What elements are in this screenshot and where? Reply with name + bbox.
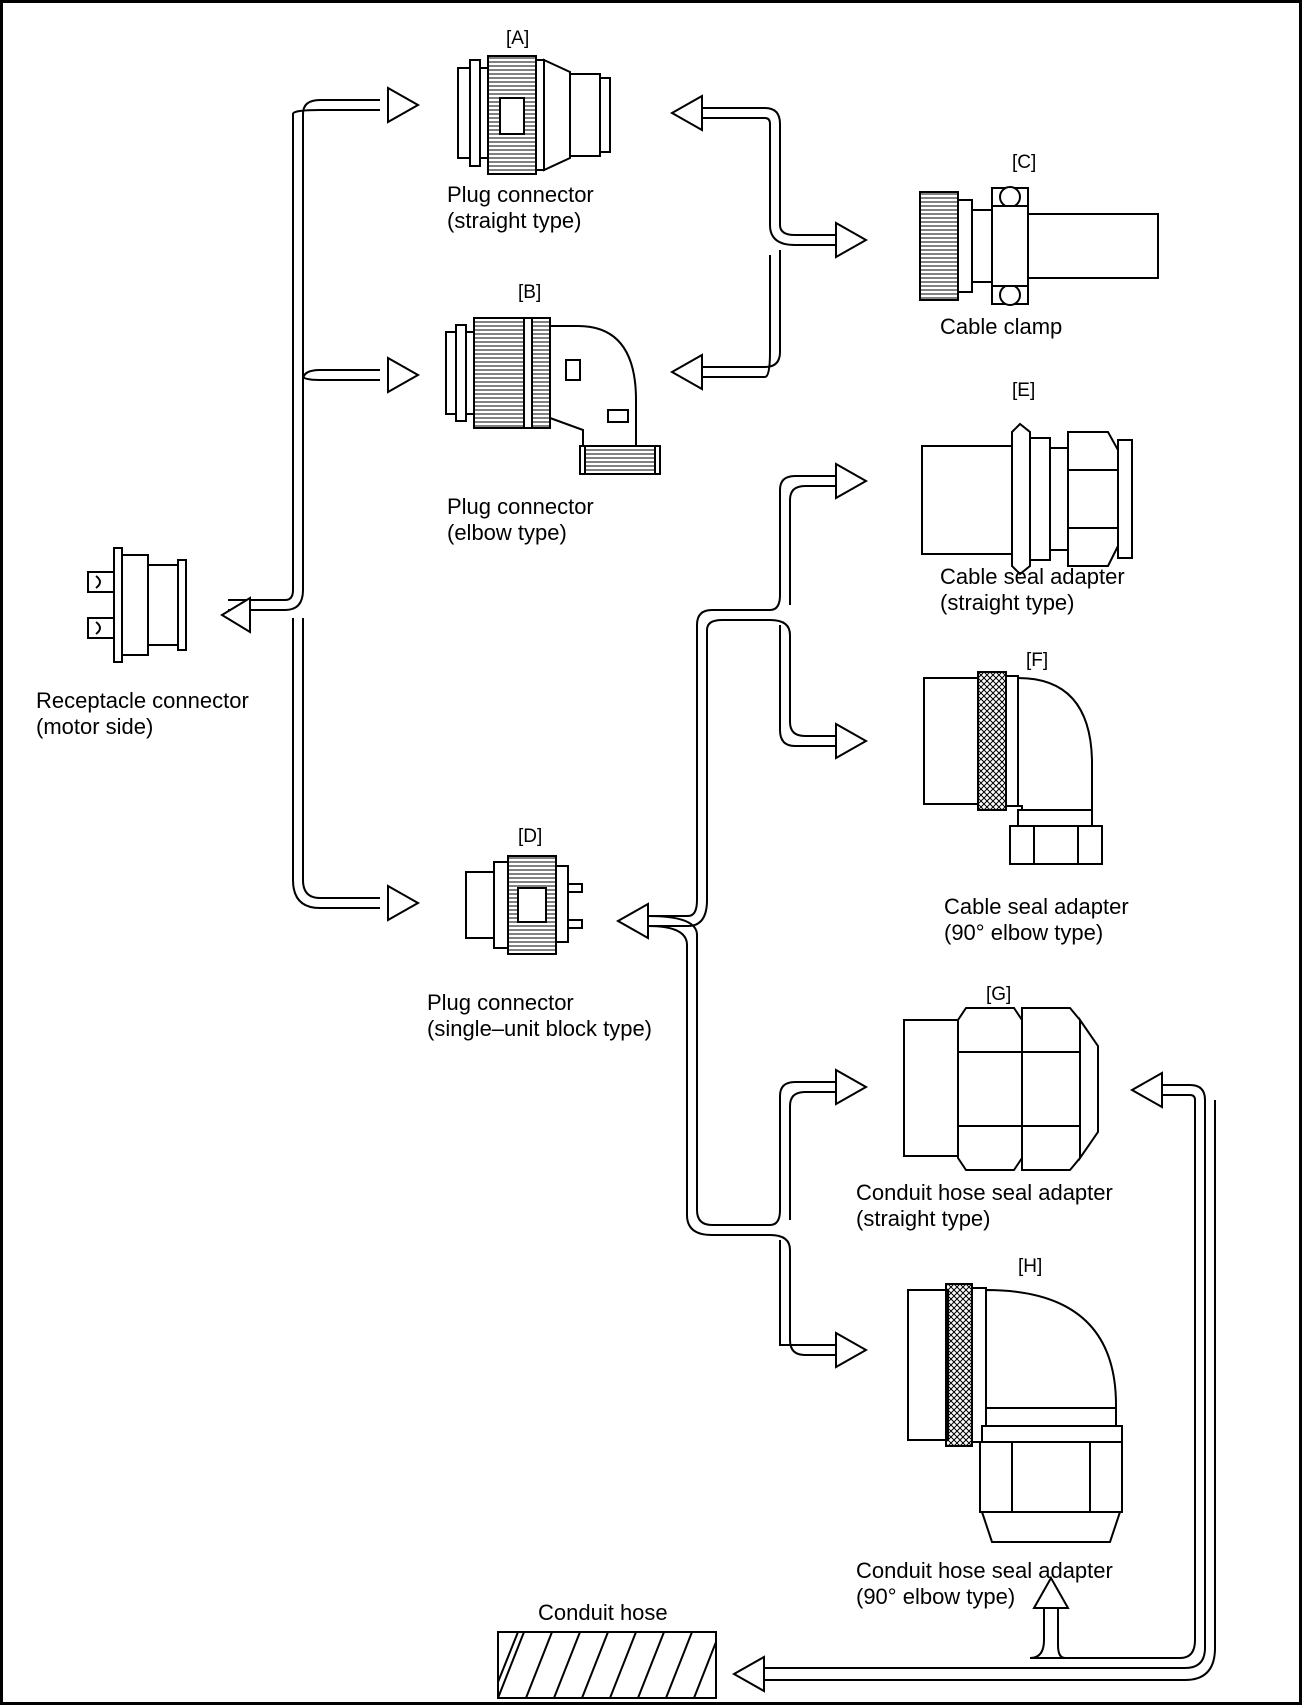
arrow-from-b-right (672, 355, 702, 389)
label-g-line1: Conduit hose seal adapter (856, 1180, 1113, 1206)
arrow-to-a (388, 88, 418, 122)
cable-clamp-drawing (920, 187, 1158, 305)
arrow-to-d-right (618, 904, 648, 938)
plug-connector-elbow-drawing (446, 318, 660, 474)
label-h-line2: (90° elbow type) (856, 1584, 1113, 1610)
label-conduit-elbow: Conduit hose seal adapter (90° elbow typ… (856, 1558, 1113, 1610)
label-conduit-straight: Conduit hose seal adapter (straight type… (856, 1180, 1113, 1232)
label-e-line1: Cable seal adapter (940, 564, 1125, 590)
conduit-hose-drawing (498, 1632, 716, 1698)
arrow-to-g (836, 1070, 866, 1104)
arrow-to-b (388, 358, 418, 392)
tag-g: [G] (986, 984, 1011, 1006)
label-hose-line1: Conduit hose (538, 1600, 668, 1626)
label-cable-seal-elbow: Cable seal adapter (90° elbow type) (944, 894, 1129, 946)
arrow-from-a-right (672, 96, 702, 130)
tag-e: [E] (1012, 380, 1035, 402)
label-cable-clamp: Cable clamp (940, 314, 1062, 340)
label-a-line1: Plug connector (447, 182, 594, 208)
label-f-line1: Cable seal adapter (944, 894, 1129, 920)
label-a-line2: (straight type) (447, 208, 594, 234)
label-b-line2: (elbow type) (447, 520, 594, 546)
label-h-line1: Conduit hose seal adapter (856, 1558, 1113, 1584)
label-c-line1: Cable clamp (940, 314, 1062, 340)
arrow-from-g-right (1132, 1073, 1162, 1107)
arrow-to-f (836, 724, 866, 758)
label-f-line2: (90° elbow type) (944, 920, 1129, 946)
conduit-hose-adapter-elbow-drawing (908, 1284, 1122, 1542)
tag-f: [F] (1026, 650, 1048, 672)
label-plug-block: Plug connector (single–unit block type) (427, 990, 652, 1042)
label-plug-straight: Plug connector (straight type) (447, 182, 594, 234)
plug-connector-straight-drawing (458, 56, 610, 174)
label-d-line1: Plug connector (427, 990, 652, 1016)
label-b-line1: Plug connector (447, 494, 594, 520)
arrow-to-e (836, 464, 866, 498)
arrow-to-c (836, 223, 866, 257)
bracket-c (702, 108, 836, 377)
cable-seal-adapter-straight-drawing (922, 424, 1132, 574)
bracket-ef (648, 476, 836, 926)
tag-a: [A] (506, 28, 529, 50)
label-receptacle: Receptacle connector (motor side) (36, 688, 249, 740)
tag-h: [H] (1018, 1256, 1042, 1278)
arrow-to-hose (734, 1657, 764, 1691)
tag-c: [C] (1012, 152, 1036, 174)
plug-connector-block-drawing (466, 856, 582, 954)
conduit-hose-adapter-straight-drawing (904, 1008, 1098, 1170)
arrow-to-h (836, 1333, 866, 1367)
arrow-to-d-left (388, 886, 418, 920)
label-receptacle-line2: (motor side) (36, 714, 249, 740)
tag-b: [B] (518, 282, 541, 304)
label-conduit-hose: Conduit hose (538, 1600, 668, 1626)
label-d-line2: (single–unit block type) (427, 1016, 652, 1042)
bracket-gh (648, 916, 836, 1355)
tag-d: [D] (518, 826, 542, 848)
label-e-line2: (straight type) (940, 590, 1125, 616)
label-cable-seal-straight: Cable seal adapter (straight type) (940, 564, 1125, 616)
label-receptacle-line1: Receptacle connector (36, 688, 249, 714)
cable-seal-adapter-elbow-drawing (924, 672, 1102, 864)
arrow-to-receptacle (222, 598, 250, 632)
bracket-receptacle (228, 100, 380, 908)
label-g-line2: (straight type) (856, 1206, 1113, 1232)
receptacle-connector-drawing (88, 548, 186, 662)
label-plug-elbow: Plug connector (elbow type) (447, 494, 594, 546)
